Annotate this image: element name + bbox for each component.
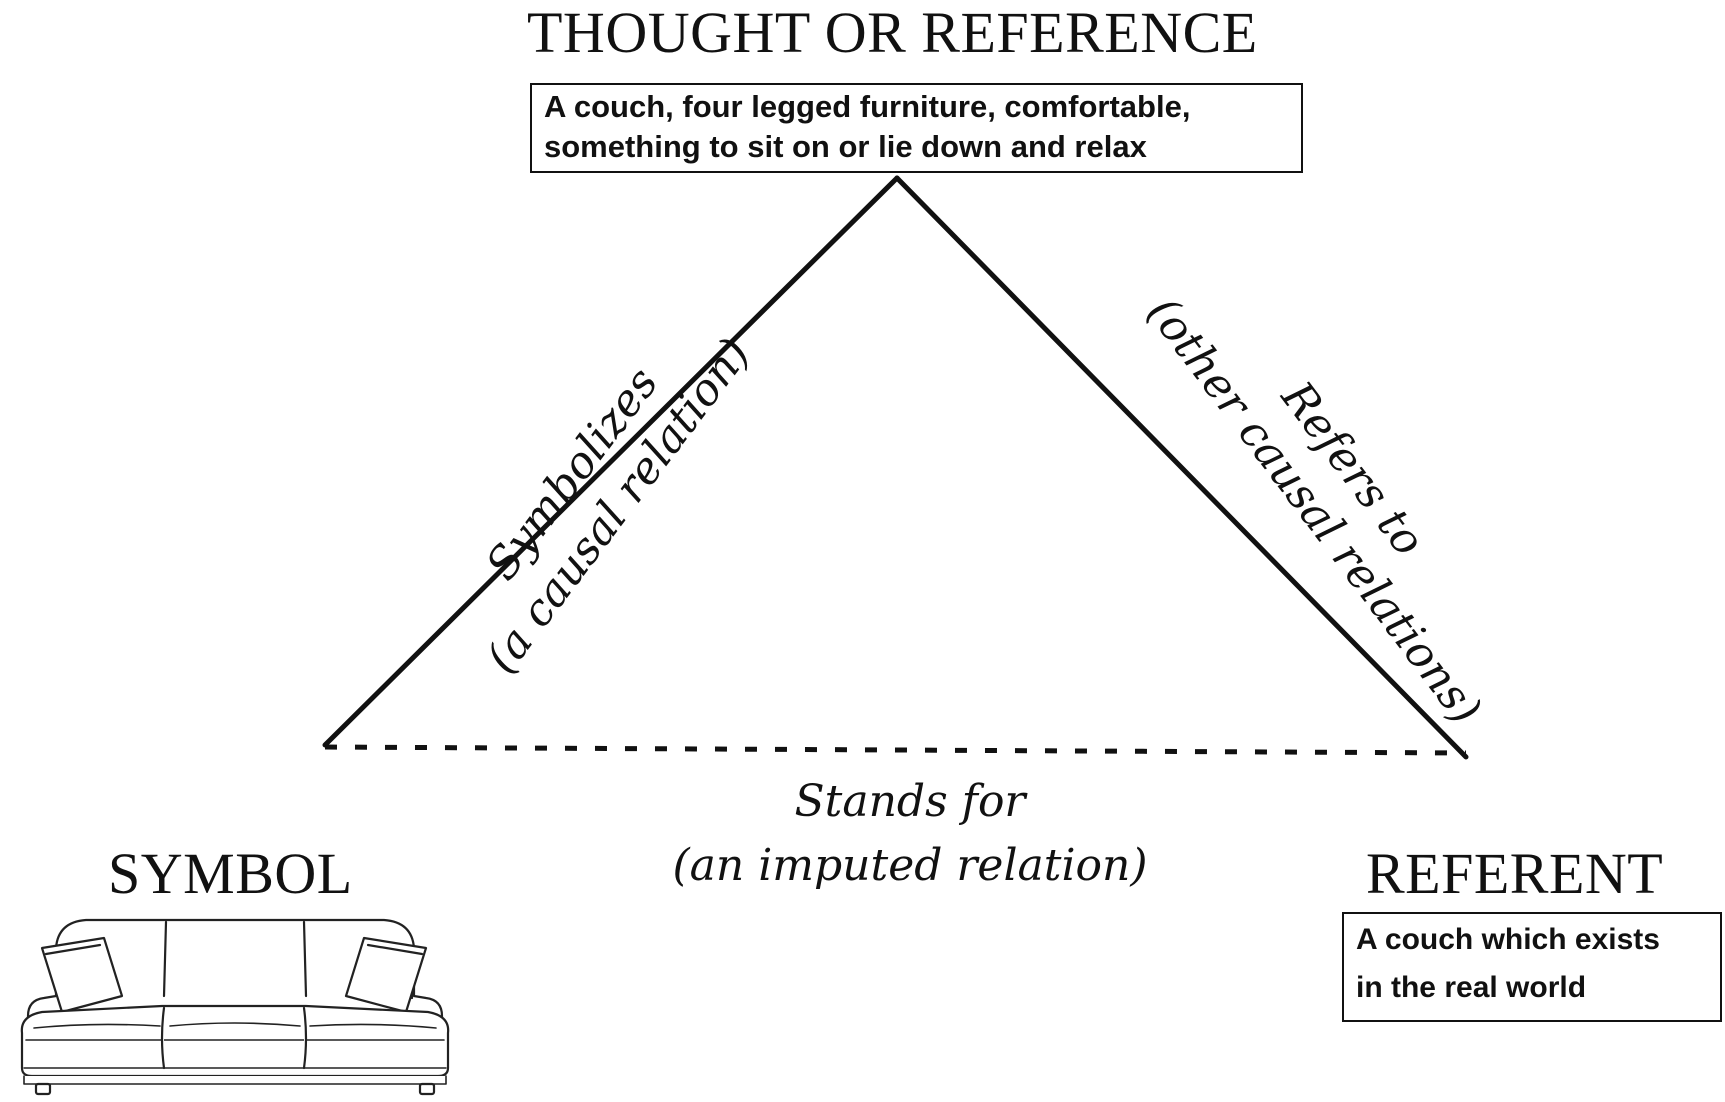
edge-symbolizes xyxy=(322,175,900,748)
stands-for-sublabel: (an imputed relation) xyxy=(672,840,1148,891)
edge-stands-for xyxy=(324,744,1467,756)
symbol-title: SYMBOL xyxy=(108,841,353,906)
thought-description-line-2: something to sit on or lie down and rela… xyxy=(544,129,1147,164)
thought-description-line-1: A couch, four legged furniture, comforta… xyxy=(544,89,1191,124)
referent-description-box: A couch which exists in the real world xyxy=(1342,912,1722,1022)
couch-illustration xyxy=(20,918,450,1096)
edge-refers-to xyxy=(894,175,1469,760)
stands-for-label: Stands for xyxy=(794,776,1026,827)
referent-title: REFERENT xyxy=(1366,841,1664,906)
referent-description-line-2: in the real world xyxy=(1356,971,1587,1004)
referent-description-line-1: A couch which exists xyxy=(1356,923,1660,956)
thought-description-box: A couch, four legged furniture, comforta… xyxy=(530,83,1303,173)
stands-for-relation-label: Stands for (an imputed relation) xyxy=(600,770,1220,898)
thought-or-reference-title: THOUGHT OR REFERENCE xyxy=(527,0,1258,65)
